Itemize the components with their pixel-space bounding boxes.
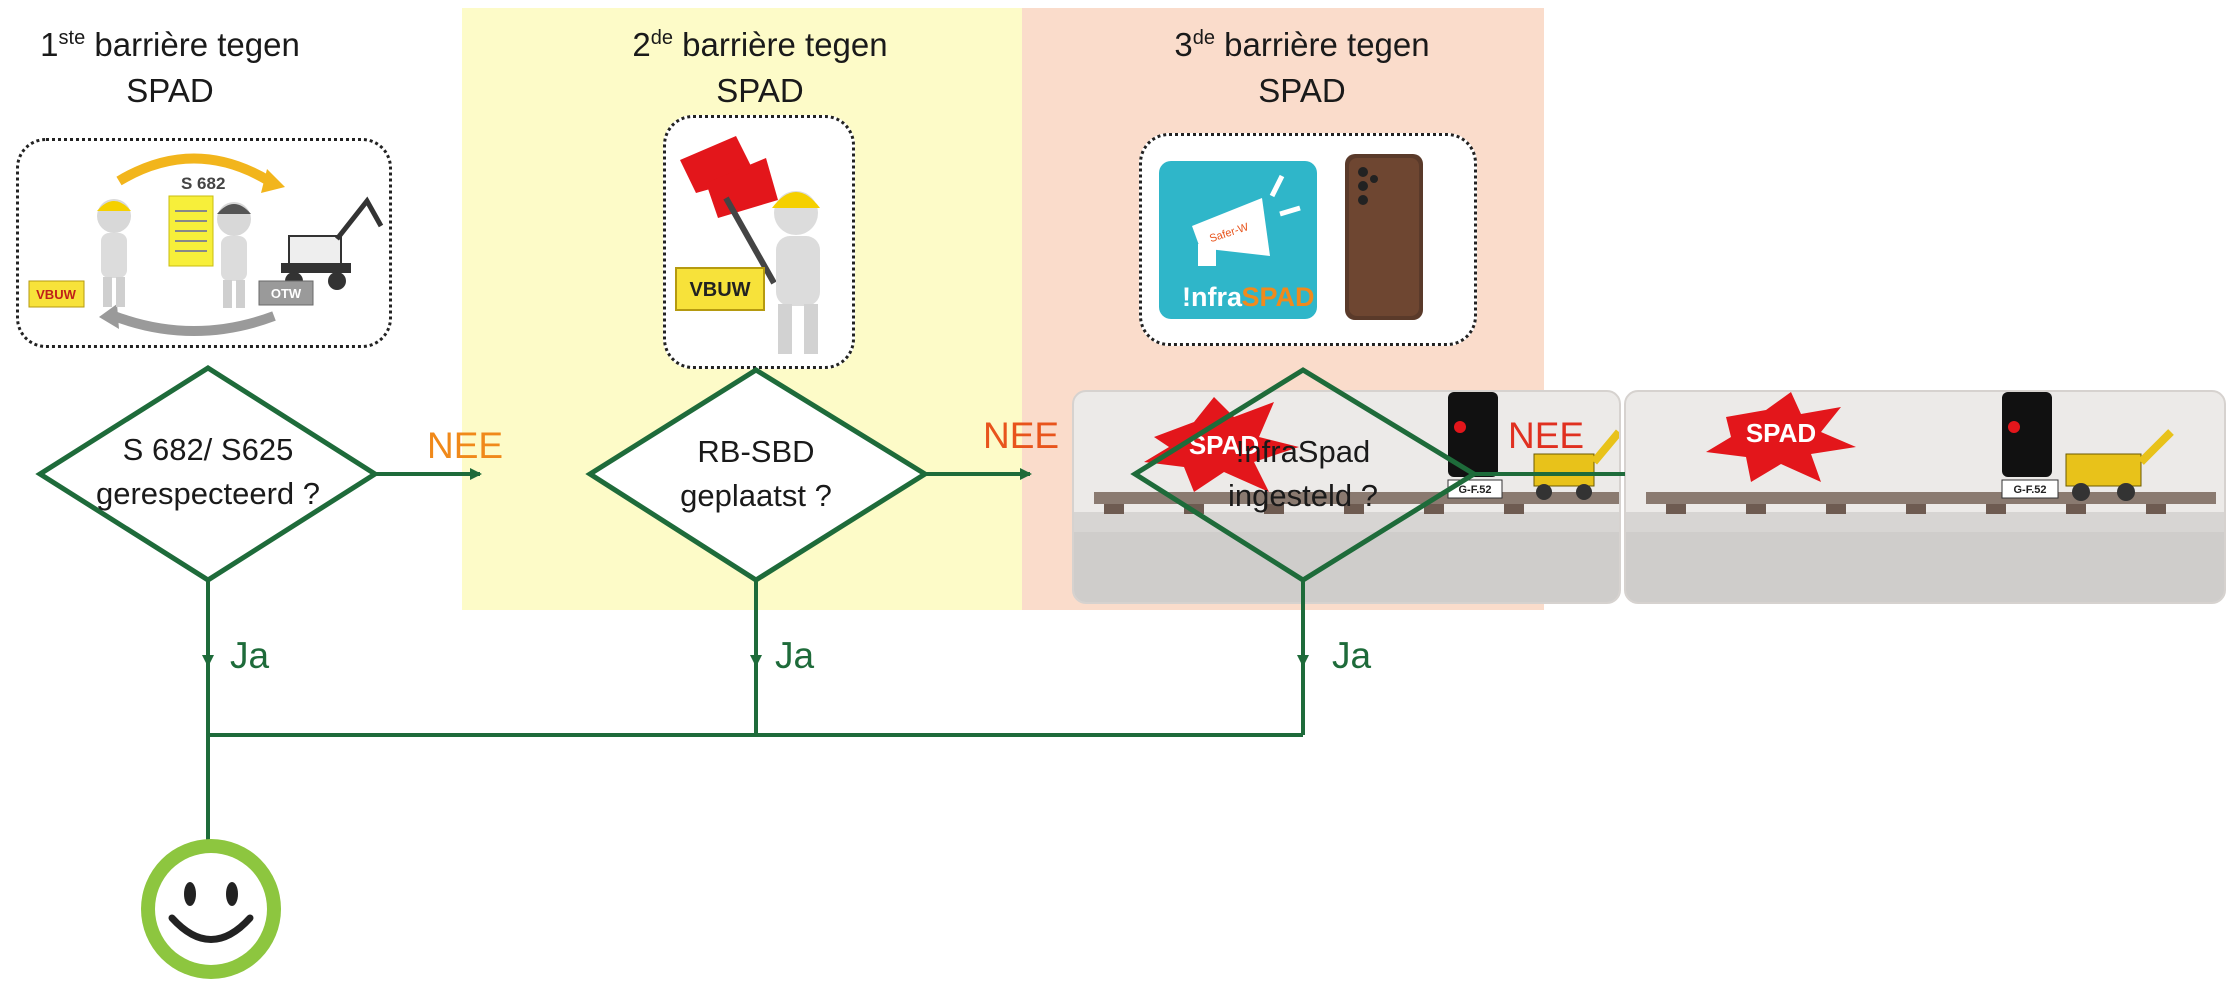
vbuw-text: VBUW [36,287,76,302]
infra-suffix-text: SPAD [1241,282,1314,312]
smiley-icon [141,839,281,979]
spad-track-scene-1: SPAD G-F.52 [1072,390,1621,604]
sign1-text: G-F.52 [1458,484,1491,496]
decision-2-diamond [585,367,930,583]
vbuw2-text: VBUW [689,279,750,301]
spad-burst-2-text: SPAD [1746,418,1816,448]
infra-prefix-text: !nfra [1182,282,1243,312]
sign2-text: G-F.52 [2013,484,2046,496]
barrier-1-heading: 1ste barrière tegen SPAD [40,26,300,109]
ja-label-1: Ja [230,635,270,676]
nee-label-1: NEE [427,425,504,466]
track-scene-1-icon: SPAD G-F.52 [1074,392,1619,602]
red-flag-worker-icon: VBUW [675,136,820,354]
barrier-3-heading: 3de barrière tegen SPAD [1174,26,1430,109]
barrier-2-heading: 2de barrière tegen SPAD [632,26,888,109]
red-flag-worker-illustration: VBUW [663,115,855,369]
infraspad-app-illustration: Safer-W !nfra SPAD [1139,133,1477,346]
decision-1-diamond [35,365,380,583]
nee-label-2: NEE [983,415,1060,456]
s682-text: S 682 [181,174,225,193]
spad-track-scene-2: SPAD G-F.52 [1624,390,2226,604]
decision-3-diamond [1130,367,1479,583]
ja-label-3: Ja [1332,635,1372,676]
ja-label-2: Ja [775,635,815,676]
track-scene-2-icon: SPAD G-F.52 [1626,392,2224,602]
s682-handover-illustration: S 682 VBUW OTW [16,138,392,348]
nee-label-3: NEE [1508,415,1585,456]
s682-handover-icon: S 682 VBUW OTW [28,153,384,336]
otw-text: OTW [271,286,302,301]
infraspad-app-icon: Safer-W !nfra SPAD [1159,154,1423,320]
